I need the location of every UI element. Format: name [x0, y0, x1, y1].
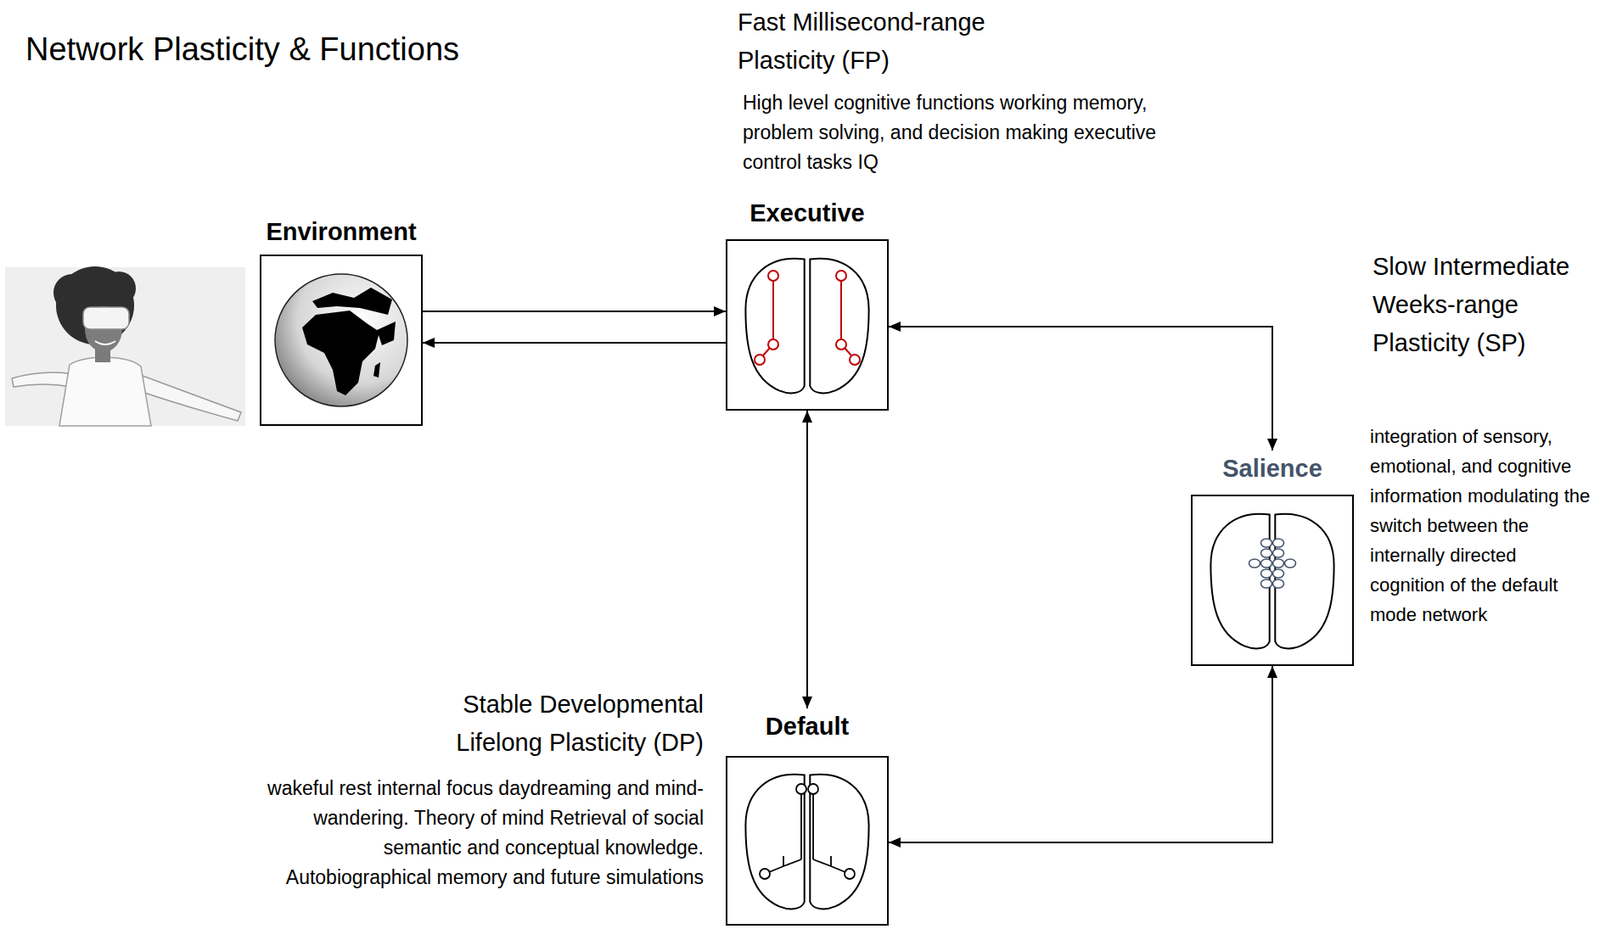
connector-arrow [888, 326, 1273, 451]
salience-brain [1210, 514, 1334, 650]
node-heading: Executive [725, 198, 889, 228]
connector-arrow [806, 410, 809, 709]
network-node: Executive [725, 198, 889, 411]
network-node: Salience [1190, 454, 1354, 667]
node-frame [1190, 494, 1354, 667]
node-frame [725, 756, 889, 927]
annotation-text: Slow Intermediate Weeks-range Plasticity… [1372, 247, 1577, 363]
node-heading: Default [725, 712, 889, 742]
connector-arrow [422, 342, 726, 344]
globe-icon [275, 274, 408, 407]
connector-arrow [888, 666, 1273, 843]
annotation-text: Stable Developmental Lifelong Plasticity… [398, 685, 704, 763]
node-heading: Salience [1190, 454, 1354, 483]
annotation-text: integration of sensory, emotional, and c… [1369, 421, 1593, 630]
executive-brain [745, 258, 869, 394]
diagram-title: Network Plasticity & Functions [25, 30, 460, 68]
node-frame [259, 254, 423, 427]
default-brain [745, 774, 869, 910]
connector-arrow [422, 310, 726, 313]
annotation-text: Fast Millisecond-range Plasticity (FP) [737, 3, 1044, 80]
node-frame [725, 239, 889, 411]
node-heading: Environment [259, 217, 423, 247]
vr-photo [5, 266, 246, 427]
network-node: Environment [259, 217, 423, 427]
network-node: Default [725, 712, 889, 927]
annotation-text: wakeful rest internal focus daydreaming … [262, 774, 704, 893]
annotation-text: High level cognitive functions working m… [742, 88, 1159, 178]
